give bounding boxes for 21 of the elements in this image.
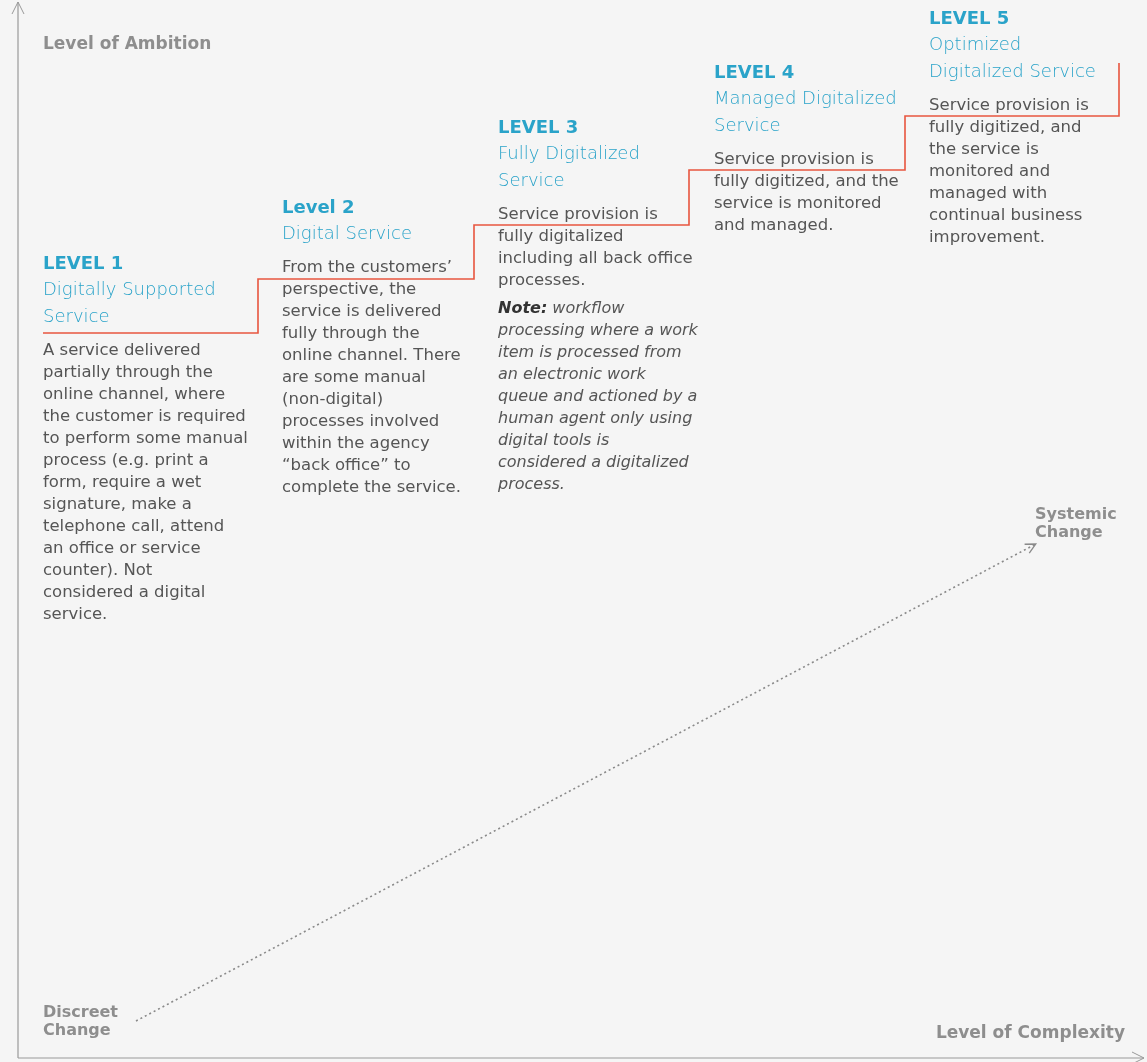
description-text: Service provision is fully digitized, and the service is monitored and managed.: [714, 148, 899, 236]
axis-label: Level of Ambition: [43, 33, 212, 53]
description-text: Service provision is fully digitized, and the service is monitored and managed with continual business improvement.: [929, 94, 1090, 248]
description-text: Service provision is fully digitalized including all back office processes.: [498, 203, 694, 291]
level-title: Optimized Digitalized Service: [929, 32, 1097, 83]
level-heading: LEVEL 1: [43, 251, 125, 275]
description-text: A service delivered partially through the online channel, where the customer is required to perform some manual process (e.g. print a form, require a wet signature, make a telephone call, attend an office or service counter). Not considered a digital service.: [43, 339, 248, 625]
level-heading: LEVEL 3: [498, 115, 580, 139]
note-text: Note: workflow processing where a work item is processed from an electronic work queue and actioned by a human agent only using digital tools is considered a digitalized process.: [498, 297, 698, 495]
level-title: Digitally Supported Service: [43, 277, 217, 328]
level-heading: LEVEL 4: [714, 60, 796, 84]
description-text: From the customers’ perspective, the service is delivered fully through the online channel. There are some manual (non-digital) processes involved within the agency “back office” to complete the service.: [282, 256, 462, 498]
level-title: Managed Digitalized Service: [714, 86, 898, 137]
arrow: [135, 543, 1037, 1022]
level-title: Fully Digitalized Service: [498, 141, 641, 192]
axis-label: Level of Complexity: [935, 1022, 1125, 1042]
level-heading: LEVEL 5: [929, 6, 1011, 30]
level-heading: Level 2: [282, 195, 356, 219]
end-label: Discreet Change: [43, 1003, 119, 1039]
end-label: Systemic Change: [1035, 505, 1118, 541]
level-title: Digital Service: [282, 221, 413, 245]
